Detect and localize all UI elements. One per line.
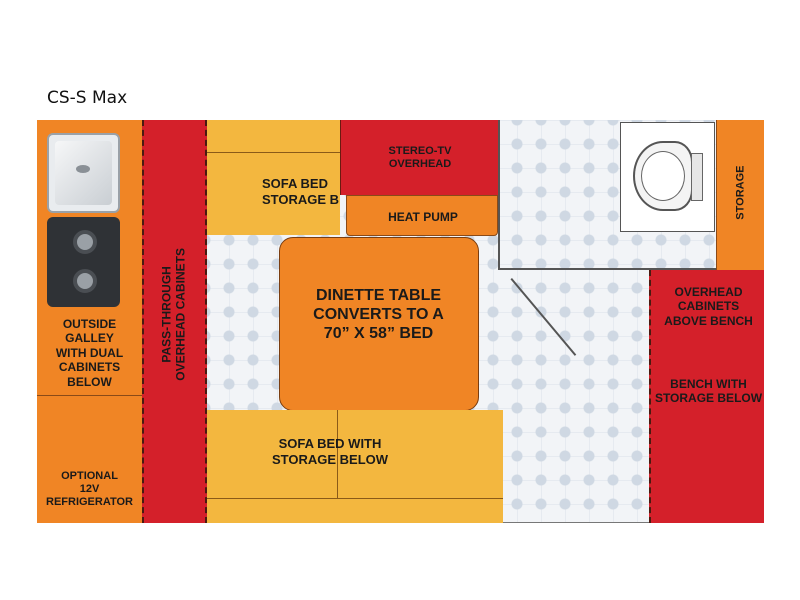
dinette-label: DINETTE TABLE CONVERTS TO A 70” X 58” BE… [313, 287, 444, 343]
outside-galley: OUTSIDE GALLEY WITH DUAL CABINETS BELOW [37, 120, 142, 395]
sofa-bed-bottom: SOFA BED WITH STORAGE BELOW [207, 410, 503, 498]
floorplan: OUTSIDE GALLEY WITH DUAL CABINETS BELOW … [37, 120, 764, 523]
pass-through-cabinets: PASS-THROUGH OVERHEAD CABINETS [142, 120, 207, 523]
heat-pump-label: HEAT PUMP [388, 210, 458, 224]
refrigerator: OPTIONAL 12V REFRIGERATOR [37, 395, 142, 523]
dinette-table: DINETTE TABLE CONVERTS TO A 70” X 58” BE… [279, 237, 479, 411]
overhead-cabinets-label: OVERHEAD CABINETS ABOVE BENCH [664, 285, 753, 328]
sink-icon [47, 133, 120, 213]
floorplan-title: CS-S Max [47, 88, 128, 108]
bathroom [498, 120, 716, 270]
stove-burner-icon [73, 269, 97, 293]
stove-icon [47, 217, 120, 307]
refrigerator-label: OPTIONAL 12V REFRIGERATOR [46, 470, 133, 509]
heat-pump: HEAT PUMP [346, 195, 498, 236]
outside-galley-label: OUTSIDE GALLEY WITH DUAL CABINETS BELOW [55, 317, 124, 389]
stereo-tv-label: STEREO-TV OVERHEAD [388, 145, 452, 171]
storage: STORAGE [716, 120, 764, 270]
sofa-bed-bottom-edge [207, 498, 503, 523]
bathroom-door [510, 278, 577, 356]
stereo-tv-overhead: STEREO-TV OVERHEAD [340, 120, 498, 195]
toilet-icon [620, 122, 715, 232]
storage-label: STORAGE [734, 165, 747, 220]
sofa-bed-top: SOFA BED STORAGE B [207, 120, 340, 235]
sofa-bed-bottom-label: SOFA BED WITH STORAGE BELOW [271, 436, 389, 467]
bench-label: BENCH WITH STORAGE BELOW [654, 377, 763, 406]
stove-burner-icon [73, 230, 97, 254]
pass-through-label: PASS-THROUGH OVERHEAD CABINETS [159, 248, 188, 381]
sofa-bed-top-label: SOFA BED STORAGE B [262, 176, 340, 207]
overhead-cabinets: OVERHEAD CABINETS ABOVE BENCH BENCH WITH… [649, 270, 764, 523]
